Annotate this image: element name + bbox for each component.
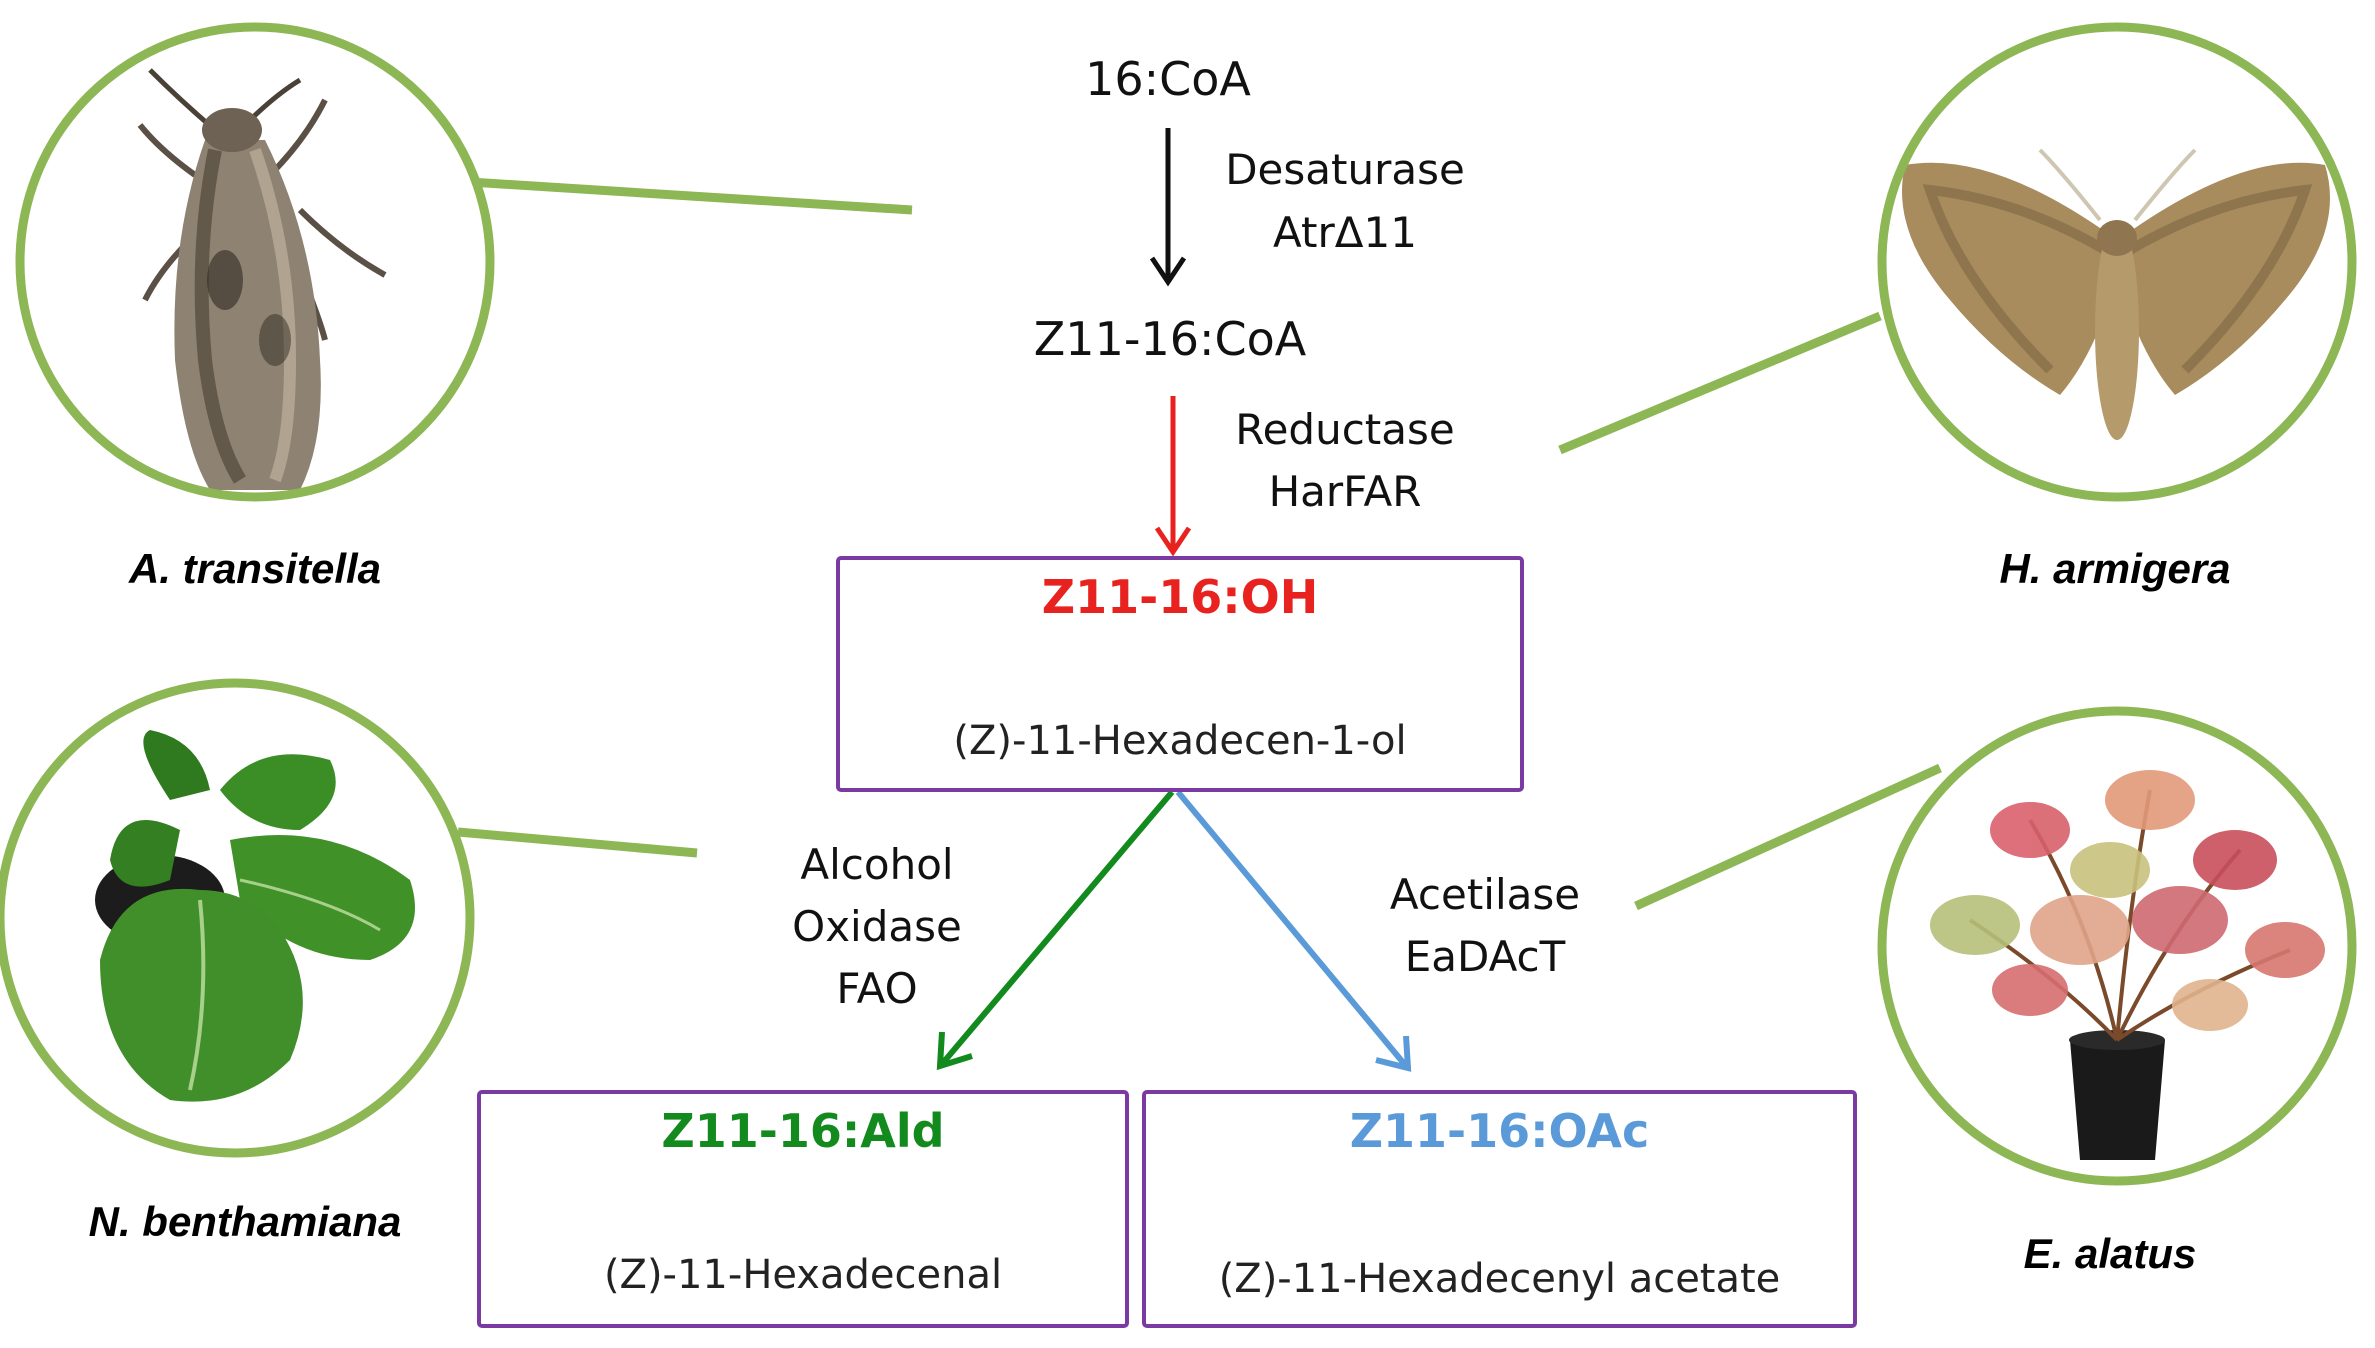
acetate-box: Z11-16:OAc (Z)-11-Hexadecenyl acetate — [1142, 1090, 1857, 1328]
desaturase-gene-label: AtrΔ11 — [1273, 208, 1417, 257]
acetylase-enzyme-label: Acetilase — [1389, 870, 1581, 919]
aldehyde-box: Z11-16:Ald (Z)-11-Hexadecenal — [477, 1090, 1129, 1328]
reductase-enzyme-label: Reductase — [1235, 405, 1455, 454]
oxidase-line1-label: Alcohol — [800, 840, 954, 889]
alcohol-name: (Z)-11-Hexadecen-1-ol — [953, 718, 1407, 764]
organism-label-e-alatus: E. alatus — [2023, 1230, 2197, 1277]
desaturase-enzyme-label: Desaturase — [1225, 145, 1465, 194]
acetate-title: Z11-16:OAc — [1349, 1104, 1650, 1158]
alcohol-box: Z11-16:OH (Z)-11-Hexadecen-1-ol — [836, 556, 1524, 792]
organism-label-a-transitella: A. transitella — [128, 545, 382, 592]
connector-e-alatus — [1634, 763, 1942, 911]
arrow-desaturase — [1149, 128, 1187, 287]
arrow-reductase — [1154, 396, 1192, 557]
shrub-icon — [1930, 770, 2325, 1160]
acetate-name: (Z)-11-Hexadecenyl acetate — [1218, 1256, 1781, 1302]
arrow-oxidase — [936, 790, 1175, 1071]
start-compound: 16:CoA — [1085, 52, 1251, 106]
e-alatus-image — [1877, 706, 2357, 1186]
connector-lines — [457, 177, 1942, 911]
reductase-gene-label: HarFAR — [1268, 467, 1422, 516]
aldehyde-name: (Z)-11-Hexadecenal — [603, 1252, 1003, 1298]
intermediate-compound: Z11-16:CoA — [1033, 312, 1307, 366]
alcohol-title: Z11-16:OH — [1041, 570, 1319, 624]
moth-icon — [137, 68, 387, 490]
aldehyde-title: Z11-16:Ald — [661, 1104, 945, 1158]
h-armigera-image — [1877, 22, 2357, 502]
n-benthamiana-image — [0, 678, 475, 1158]
acetylase-gene-label: EaDAcT — [1404, 932, 1566, 981]
arrow-acetylase — [1175, 790, 1412, 1072]
a-transitella-image — [15, 22, 495, 502]
plant-icon — [95, 730, 415, 1102]
oxidase-line2-label: Oxidase — [792, 902, 962, 951]
connector-h-armigera — [1558, 311, 1882, 455]
organism-label-h-armigera: H. armigera — [1999, 545, 2231, 592]
connector-a-transitella — [469, 177, 913, 215]
connector-n-benthamiana — [457, 827, 698, 858]
organism-label-n-benthamiana: N. benthamiana — [88, 1198, 402, 1245]
moth-icon — [1902, 148, 2330, 440]
oxidase-line3-label: FAO — [836, 964, 918, 1013]
